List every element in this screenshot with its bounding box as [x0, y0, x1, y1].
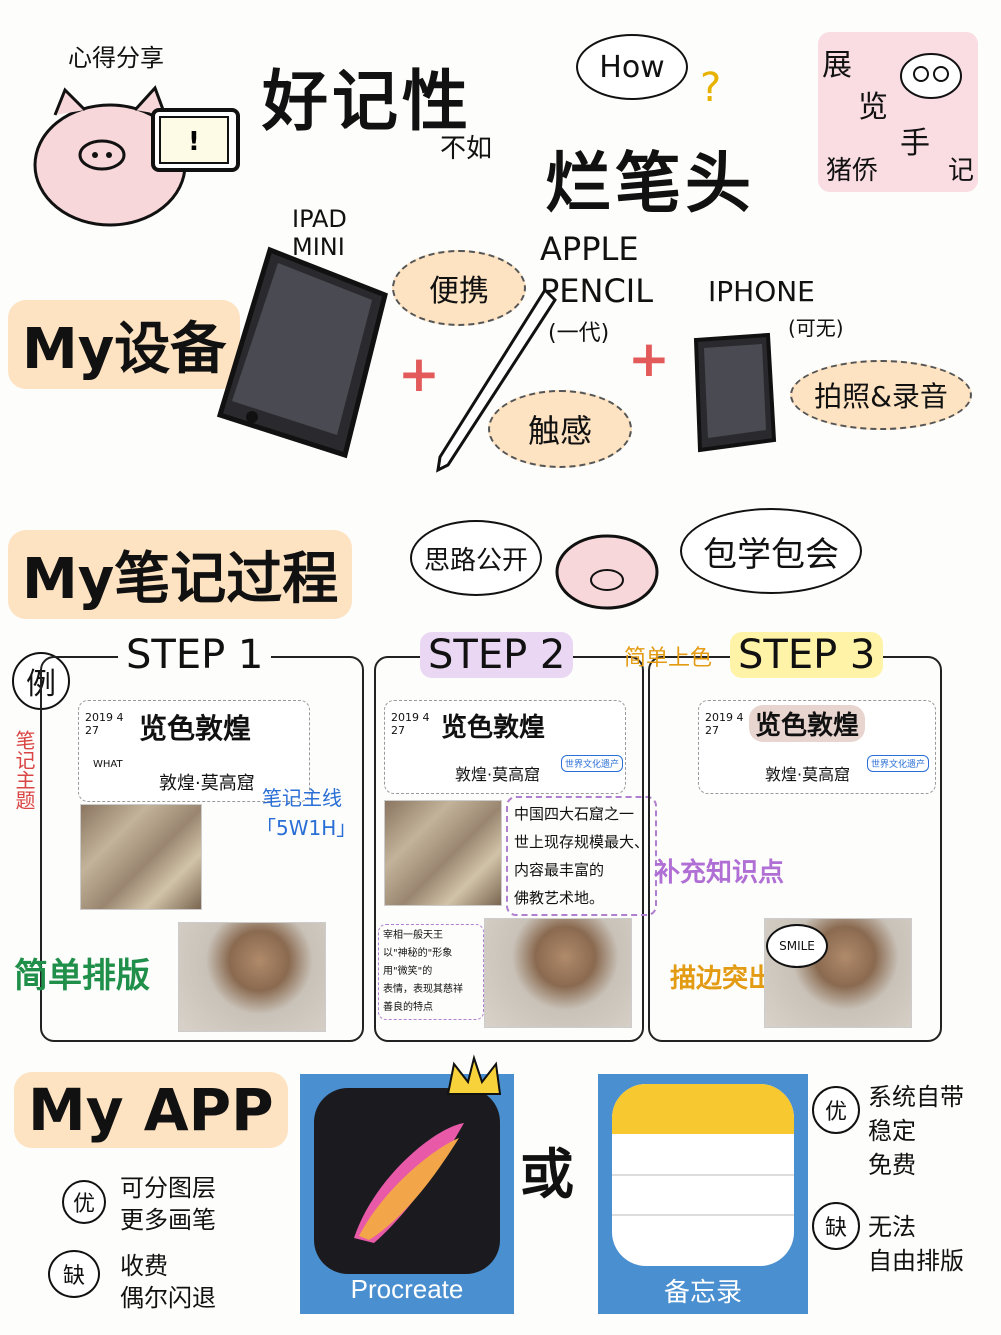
- page-title-main: 好记性: [262, 63, 472, 140]
- apple-pencil-image: [430, 285, 560, 475]
- app1-pro-label: 优: [72, 1192, 95, 1217]
- card-heritage: 世界文化遗产: [561, 755, 624, 772]
- share-label: 心得分享: [68, 44, 164, 72]
- step-2-label: STEP 2: [420, 632, 574, 678]
- page-title-mid: 不如: [440, 134, 493, 164]
- step-3-color: 简单上色: [624, 646, 713, 671]
- notes-app-name: 备忘录: [663, 1278, 742, 1308]
- procreate-icon-tile: [314, 1088, 500, 1274]
- bubble-right: 包学包会: [680, 508, 862, 594]
- plus-icon-1: +: [398, 345, 440, 403]
- card-title: 览色敦煌: [441, 713, 546, 743]
- app1-pro-text: 可分图层 更多画笔: [120, 1174, 216, 1234]
- notes-icon-line-2: [612, 1214, 794, 1216]
- svg-text:!: !: [188, 127, 200, 157]
- pencil-sub: (一代): [548, 321, 610, 346]
- app2-con-badge: 缺: [812, 1202, 860, 1250]
- step-1-5w1h: 「5W1H」: [256, 816, 357, 840]
- author-line-3: 手: [900, 126, 930, 161]
- step-1-side-label: 笔记主题: [12, 730, 36, 810]
- pencil-label: APPLE PENCIL: [540, 230, 654, 310]
- bubble-right-text: 包学包会: [703, 534, 839, 575]
- notes-icon-header: [612, 1084, 794, 1134]
- apps-section-title: My APP: [14, 1072, 288, 1148]
- step-1-main-line: 笔记主线: [262, 786, 342, 810]
- author-line-4: 猪侨: [826, 156, 879, 186]
- author-badge: 展 览 手 猪侨 记: [818, 32, 978, 192]
- ipad-note: 便携: [392, 250, 526, 326]
- app1-pro-badge: 优: [62, 1180, 106, 1224]
- pencil-note-text: 触感: [527, 412, 592, 450]
- card-subtitle: 敦煌·莫高窟: [765, 765, 851, 784]
- phone-in-hand-icon: !: [148, 100, 248, 180]
- procreate-brush-icon: [354, 1123, 464, 1243]
- procreate-app-name: Procreate: [350, 1274, 464, 1304]
- iphone-label: IPHONE: [708, 275, 815, 308]
- card-title: 览色敦煌: [749, 705, 866, 742]
- crown-icon: [444, 1054, 504, 1100]
- step-1-card: 2019 4 27 览色敦煌 WHAT 敦煌·莫高窟: [78, 700, 310, 802]
- step-2-note: 补充知识点: [654, 858, 785, 888]
- iphone-image: [688, 330, 778, 453]
- pig-face-icon: [552, 522, 662, 612]
- app2-pro-text: 系统自带 稳定 免费: [868, 1083, 964, 1179]
- app2-con-text: 无法 自由排版: [868, 1213, 964, 1275]
- pig-glasses-icon: [896, 42, 966, 102]
- step-3-label: STEP 3: [730, 632, 884, 678]
- card-subtitle: 敦煌·莫高窟: [455, 765, 541, 784]
- author-line-2: 览: [858, 90, 888, 125]
- card-date: 2019 4 27: [391, 711, 430, 737]
- step-2-card: 2019 4 27 览色敦煌 敦煌·莫高窟 世界文化遗产: [384, 700, 626, 794]
- card-what: WHAT: [93, 759, 123, 770]
- app1-con-label: 缺: [62, 1264, 85, 1289]
- author-line-5: 记: [948, 156, 975, 186]
- notes-icon-line-1: [612, 1174, 794, 1176]
- step-1-layout: 简单排版: [14, 956, 150, 996]
- card-date: 2019 4 27: [705, 711, 744, 737]
- step-1-label: STEP 1: [118, 632, 272, 678]
- app2-con-label: 缺: [824, 1216, 847, 1241]
- iphone-note-text: 拍照&录音: [814, 380, 948, 413]
- devices-section-title: My设备: [8, 300, 241, 389]
- card-date: 2019 4 27: [85, 711, 124, 737]
- iphone-note: 拍照&录音: [790, 360, 972, 430]
- step-2-text: 中国四大石窟之一 世上现存规模最大、 内容最丰富的 佛教艺术地。: [506, 796, 658, 916]
- how-bubble: How: [576, 34, 688, 100]
- process-section-title: My笔记过程: [8, 530, 353, 619]
- app1-con-badge: 缺: [48, 1250, 100, 1298]
- ipad-label: IPAD MINI: [292, 205, 347, 261]
- pencil-note: 触感: [488, 390, 632, 468]
- card-subtitle: 敦煌·莫高窟: [159, 773, 255, 794]
- app1-con-text: 收费 偶尔闪退: [120, 1252, 216, 1312]
- ipad-note-text: 便携: [429, 274, 489, 309]
- card-title: 览色敦煌: [139, 712, 252, 745]
- bubble-left: 思路公开: [410, 520, 542, 596]
- notes-icon-tile: [612, 1084, 794, 1266]
- step-3-card: 2019 4 27 览色敦煌 敦煌·莫高窟 世界文化遗产: [698, 700, 936, 794]
- step-3-outline: 描边突出: [670, 964, 775, 994]
- procreate-app-icon[interactable]: Procreate: [300, 1074, 514, 1314]
- or-text: 或: [520, 1143, 574, 1206]
- card-heritage: 世界文化遗产: [867, 755, 930, 772]
- page-title-end: 烂笔头: [545, 145, 755, 222]
- step-3-smile-bubble: SMILE: [766, 924, 828, 968]
- bubble-left-text: 思路公开: [423, 545, 528, 576]
- step-1-mural-photo: [80, 804, 202, 910]
- iphone-sub: (可无): [788, 316, 844, 340]
- plus-icon-2: +: [628, 330, 670, 388]
- step-1-statue-photo: [178, 922, 326, 1032]
- author-line-1: 展: [822, 48, 852, 83]
- how-text: How: [599, 49, 665, 85]
- notes-app-icon[interactable]: 备忘录: [598, 1074, 808, 1314]
- app2-pro-label: 优: [824, 1100, 847, 1125]
- step-3-smile-text: SMILE: [779, 939, 815, 953]
- ipad-mini-image: [200, 245, 390, 460]
- app2-pro-badge: 优: [812, 1086, 860, 1134]
- question-mark: ?: [700, 65, 722, 111]
- step-2-mural-photo: [384, 800, 502, 906]
- step-2-statue-photo: [484, 918, 632, 1028]
- step-2-bottom-text: 宰相一般天王 以"神秘的"形象 用"微笑"的 表情，表现其慈祥 善良的特点: [378, 924, 484, 1020]
